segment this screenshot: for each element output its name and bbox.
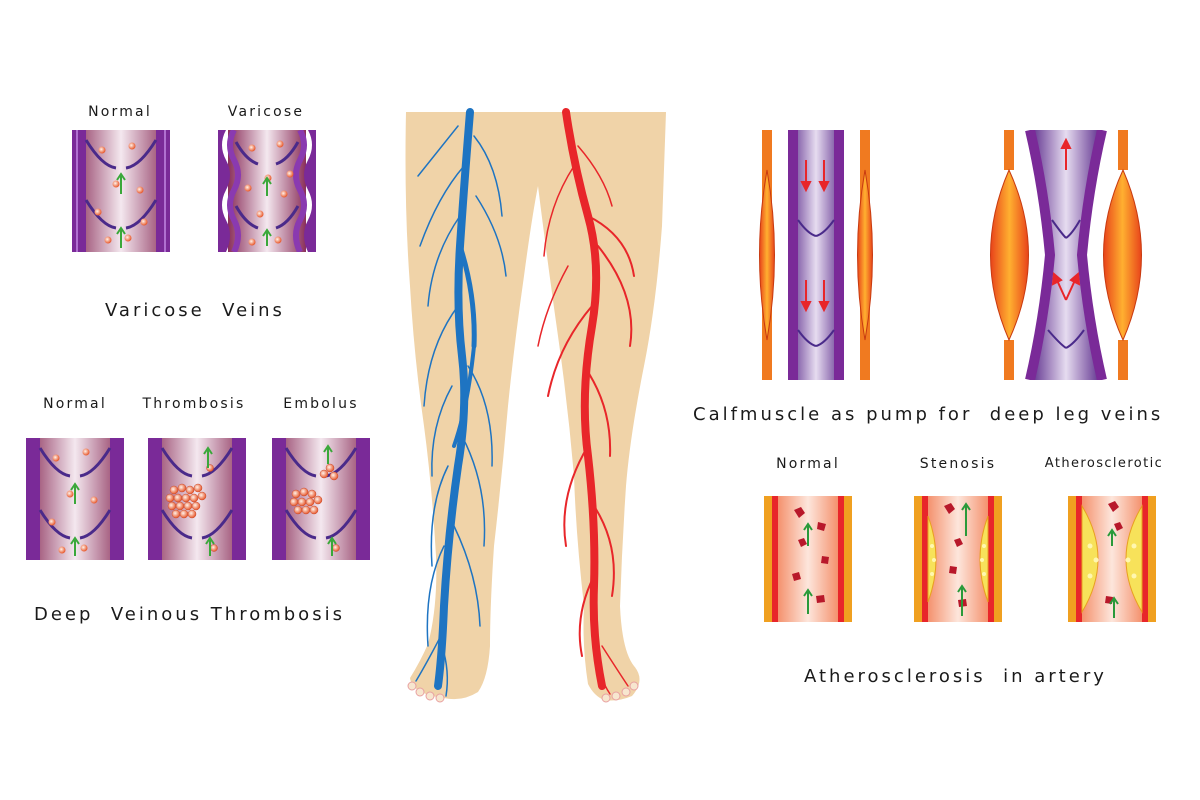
calf-muscle-contracted-illustration <box>978 130 1154 380</box>
legs-skin-silhouette <box>405 112 666 701</box>
caption-deep-veinous-thrombosis: Deep Veinous Thrombosis <box>34 604 345 625</box>
label-embolus: Embolus <box>283 396 359 412</box>
label-varicose: Varicose <box>227 104 305 120</box>
calf-muscle-relaxed-illustration <box>752 130 880 380</box>
legs-circulation-illustration <box>398 106 674 706</box>
caption-atherosclerosis-in-artery: Atherosclerosis in artery <box>804 666 1107 687</box>
label-normal-varicose-section: Normal <box>88 104 152 120</box>
varicose-vein-illustration <box>218 130 316 252</box>
caption-varicose-veins: Varicose Veins <box>105 300 285 321</box>
label-stenosis: Stenosis <box>919 456 997 472</box>
leg-arteries <box>537 108 635 695</box>
label-thrombosis: Thrombosis <box>142 396 246 412</box>
label-atherosclerotic: Atherosclerotic <box>1044 456 1164 471</box>
atherosclerotic-artery-illustration <box>1068 496 1156 622</box>
stenosis-artery-illustration <box>914 496 1002 622</box>
normal-artery-illustration <box>764 496 852 622</box>
leg-veins <box>415 108 507 697</box>
label-normal-dvt-section: Normal <box>43 396 107 412</box>
caption-calf-muscle-pump: Calfmuscle as pump for deep leg veins <box>693 404 1164 425</box>
embolus-vein-illustration <box>272 438 370 560</box>
normal-deep-vein-illustration <box>26 438 124 560</box>
thrombosis-vein-illustration <box>148 438 246 560</box>
label-normal-artery: Normal <box>776 456 840 472</box>
normal-vein-valve-illustration <box>72 130 170 252</box>
